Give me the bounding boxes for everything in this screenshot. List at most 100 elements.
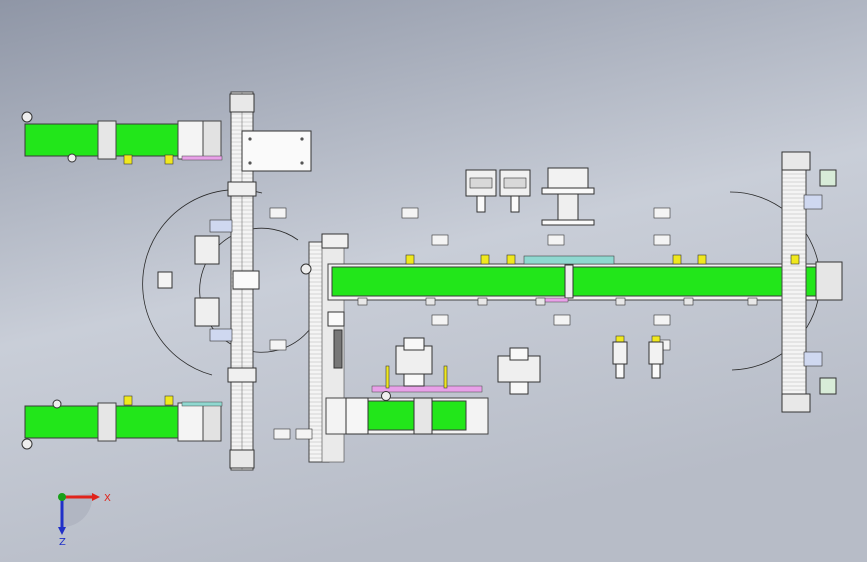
gripper-body: [547, 167, 589, 189]
conveyor-foot: [747, 297, 758, 306]
probe-unit[interactable]: [612, 335, 628, 379]
sensor-block: [123, 154, 133, 165]
manipulator-unit[interactable]: [497, 347, 541, 395]
rail-carriage: [227, 181, 257, 197]
manipulator-head: [509, 347, 529, 361]
gripper-assemblies[interactable]: [465, 167, 595, 226]
rail-end-block: [781, 393, 811, 413]
floor-plate-group: [269, 207, 671, 440]
rail-slider: [232, 270, 260, 290]
probe-tip: [651, 363, 661, 379]
conveyor-end-cap: [815, 261, 843, 301]
belt-joint: [564, 264, 574, 299]
floor-plate: [653, 207, 671, 219]
conveyor-bracket: [97, 402, 117, 442]
probe-cap: [651, 335, 661, 343]
lower-left-conveyor[interactable]: [21, 395, 223, 450]
lower-manipulators[interactable]: [395, 335, 664, 395]
lower-middle-conveyor[interactable]: [325, 365, 489, 435]
conveyor-foot: [477, 297, 488, 306]
gripper-jaw: [469, 177, 493, 189]
probe-tip: [615, 363, 625, 379]
yellow-sensor-row: [405, 254, 800, 265]
bolt: [248, 161, 252, 165]
green-connector: [819, 377, 837, 395]
conveyor-bracket: [345, 397, 369, 435]
right-vertical-rail[interactable]: [781, 151, 837, 413]
floor-plate: [431, 234, 449, 246]
conveyor-end-cap: [202, 120, 222, 160]
teal-pallet: [523, 255, 615, 265]
z-axis-arrow-head-icon: [58, 527, 66, 535]
yellow-rod: [443, 365, 448, 389]
coordinate-triad[interactable]: X Z: [58, 493, 111, 548]
turntable-block: [194, 297, 220, 327]
manipulator-foot: [403, 373, 425, 387]
conveyor-foot-row: [357, 297, 758, 306]
bolt: [300, 137, 304, 141]
roller-end: [21, 438, 33, 450]
motor-block: [803, 194, 823, 210]
manipulator-foot: [509, 381, 529, 395]
sensor-block: [790, 254, 800, 265]
upper-left-conveyor[interactable]: [21, 111, 223, 165]
floor-plate: [269, 207, 287, 219]
main-conveyor[interactable]: [327, 255, 843, 303]
manipulator-body: [395, 345, 433, 375]
floor-plate: [401, 207, 419, 219]
floor-plate: [273, 428, 291, 440]
yellow-rod: [385, 365, 390, 389]
probe-cap: [615, 335, 625, 343]
conveyor-bracket: [413, 397, 433, 435]
left-vertical-rail[interactable]: [227, 91, 312, 471]
sensor-disc: [381, 391, 391, 401]
pink-plate: [371, 385, 483, 393]
gripper-stem: [510, 195, 520, 213]
manipulator-head: [403, 337, 425, 351]
conveyor-foot: [535, 297, 546, 306]
roller-end: [67, 153, 77, 163]
conveyor-bracket: [97, 120, 117, 160]
roller-end: [21, 111, 33, 123]
pink-plate: [181, 155, 223, 161]
floor-plate: [431, 314, 449, 326]
roller-end: [52, 399, 62, 409]
rail-end-block: [321, 233, 349, 249]
gripper-unit[interactable]: [541, 167, 595, 226]
floor-plate: [653, 314, 671, 326]
gripper-column: [557, 193, 579, 221]
bolt: [300, 161, 304, 165]
probe-body: [648, 341, 664, 365]
floor-plate: [553, 314, 571, 326]
upper-mount-plate: [241, 130, 312, 172]
floor-plate: [269, 339, 287, 351]
turntable-motor: [209, 219, 233, 233]
conveyor-foot: [357, 297, 368, 306]
rail-body: [781, 159, 807, 407]
rail-end-block: [781, 151, 811, 171]
turntable-motor: [209, 328, 233, 342]
bolt: [248, 137, 252, 141]
sensor-disc: [300, 263, 312, 275]
z-axis-label: Z: [59, 537, 66, 548]
sensor-block: [506, 254, 516, 265]
floor-plate: [295, 428, 313, 440]
teal-plate: [181, 401, 223, 407]
motor-block: [803, 351, 823, 367]
probe-unit[interactable]: [648, 335, 664, 379]
manipulator-unit[interactable]: [395, 337, 433, 387]
left-turntable-arc-outer: [142, 189, 263, 376]
rail-slider: [327, 311, 345, 327]
rail-carriage: [227, 367, 257, 383]
rail-end-block: [229, 93, 255, 113]
sensor-block: [164, 154, 174, 165]
conveyor-belt-right: [571, 266, 817, 297]
sensor-block: [480, 254, 490, 265]
y-axis-dot-icon: [58, 493, 66, 501]
probe-body: [612, 341, 628, 365]
gripper-unit[interactable]: [465, 169, 497, 213]
left-turntable[interactable]: [157, 219, 233, 342]
gripper-unit[interactable]: [499, 169, 531, 213]
